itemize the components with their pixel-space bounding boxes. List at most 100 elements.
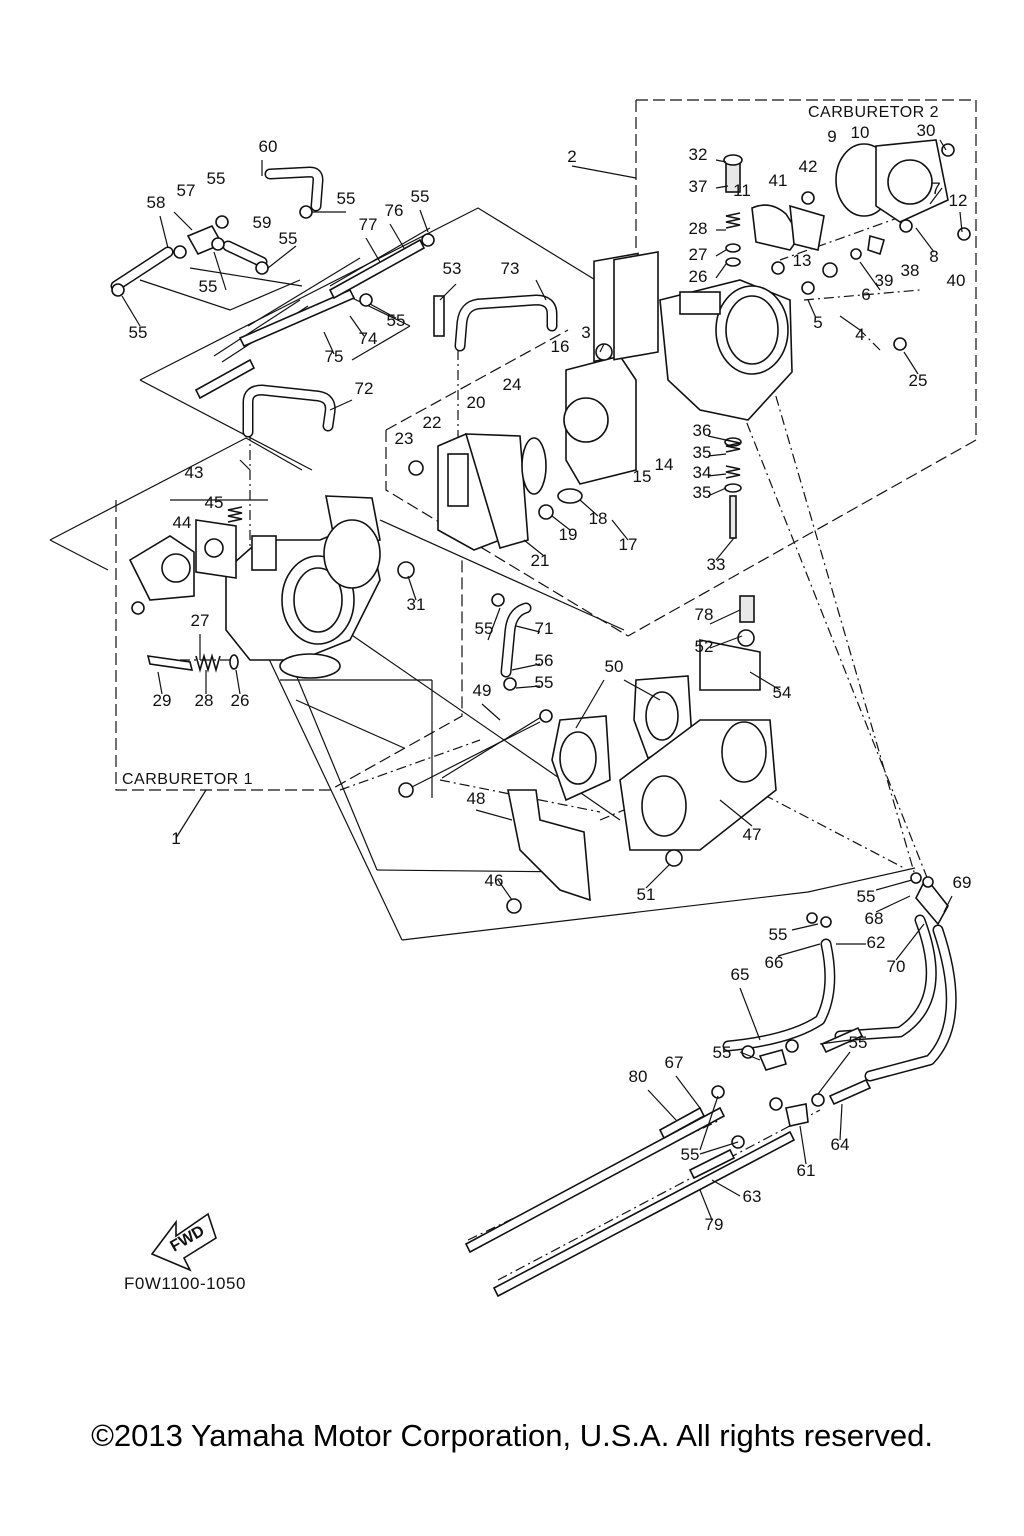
callout-66-85: 66 [765,953,784,972]
leader-line-68 [739,987,761,1041]
forward-arrow-icon: FWD [150,1212,217,1272]
leader-line-61 [875,879,913,891]
callout-50-73: 50 [605,657,624,676]
callout-24-42: 24 [503,375,522,394]
leader-line-14 [807,299,817,319]
callout-44-60: 44 [173,513,192,532]
callout-14-51: 14 [655,455,674,474]
callout-64-94: 64 [831,1135,850,1154]
leader-line-67 [895,923,925,961]
leader-line-19 [939,139,947,151]
leader-line-20 [213,251,227,291]
leader-line-76 [799,1125,807,1165]
leader-line-66 [777,943,821,957]
callout-32-19: 32 [689,145,708,164]
leader-line-29 [365,237,381,263]
callout-3-40: 3 [581,323,590,342]
leader-line-79 [699,1189,713,1221]
carburetor-2-label: CARBURETOR 2 [808,104,939,121]
callout-48-75: 48 [467,789,486,808]
callout-55-69: 55 [535,673,554,692]
leader-line-35 [551,515,571,531]
callout-46-77: 46 [485,871,504,890]
leader-line-58 [719,799,753,827]
leader-line-71 [817,1051,851,1095]
callout-27-22: 27 [689,245,708,264]
cables [194,227,949,1298]
callout-10-28: 10 [851,123,870,142]
leader-line-74 [699,1095,719,1151]
callout-55-89: 55 [849,1033,868,1052]
callout-7-30: 7 [931,179,940,198]
callout-27-62: 27 [191,611,210,630]
leader-line-59 [497,879,513,901]
hoses [110,166,957,1082]
callout-76-7: 76 [385,201,404,220]
leader-line-46 [235,669,241,695]
leader-line-5 [715,263,727,279]
callout-77-8: 77 [359,215,378,234]
callout-42-26: 42 [799,157,818,176]
callout-56-68: 56 [535,651,554,670]
leader-line-6 [175,789,207,839]
callout-55-1: 55 [207,169,226,188]
leader-line-49 [511,663,541,671]
leader-line-34 [611,519,629,541]
callout-60-0: 60 [259,137,278,156]
callout-55-92: 55 [681,1145,700,1164]
leader-line-50 [515,685,541,689]
callout-71-67: 71 [535,619,554,638]
leader-line-4 [715,249,727,257]
callout-11-24: 11 [733,181,751,200]
fuel-joint-parts [111,205,445,337]
leader-line-16 [915,227,935,253]
callout-33-57: 33 [707,555,726,574]
callout-55-11: 55 [129,323,148,342]
callout-55-9: 55 [279,229,298,248]
callout-51-78: 51 [637,885,656,904]
leader-line-73 [675,1075,701,1109]
callout-28-64: 28 [195,691,214,710]
callout-13-32: 13 [793,251,812,270]
callout-1-79: 1 [171,829,180,848]
callout-26-65: 26 [231,691,250,710]
callout-9-27: 9 [827,127,836,146]
callout-80-90: 80 [629,1067,648,1086]
callout-73-13: 73 [501,259,520,278]
carburetor-1-group: CARBURETOR 1 [115,500,463,791]
leader-line-47 [487,607,501,641]
leader-line-31 [349,315,365,337]
leader-line-39 [707,453,727,457]
callout-28-21: 28 [689,219,708,238]
callout-15-52: 15 [633,467,652,486]
callout-36-47: 36 [693,421,712,440]
leader-line-70 [819,1039,851,1045]
callout-47-76: 47 [743,825,762,844]
callout-55-66: 55 [475,619,494,638]
leader-line-40 [707,473,727,477]
callout-38-34: 38 [901,261,920,280]
callout-17-55: 17 [619,535,638,554]
callout-4-39: 4 [855,325,864,344]
leader-line-0 [571,165,637,179]
callout-61-93: 61 [797,1161,816,1180]
callout-34-49: 34 [693,463,712,482]
callout-55-6: 55 [411,187,430,206]
callout-25-46: 25 [909,371,928,390]
leader-line-12 [903,351,919,375]
callout-62-84: 62 [867,933,886,952]
callout-29-63: 29 [153,691,172,710]
callout-55-83: 55 [769,925,788,944]
leader-line-25 [267,245,297,269]
callout-35-50: 35 [693,483,712,502]
leader-line-41 [707,487,727,497]
leader-line-28 [389,223,405,249]
callout-19-54: 19 [559,525,578,544]
leader-line-72 [647,1089,677,1121]
callout-49-70: 49 [473,681,492,700]
leader-line-9 [535,279,547,301]
leader-line-11 [599,343,605,353]
leader-line-2 [715,185,729,189]
callout-31-61: 31 [407,595,426,614]
